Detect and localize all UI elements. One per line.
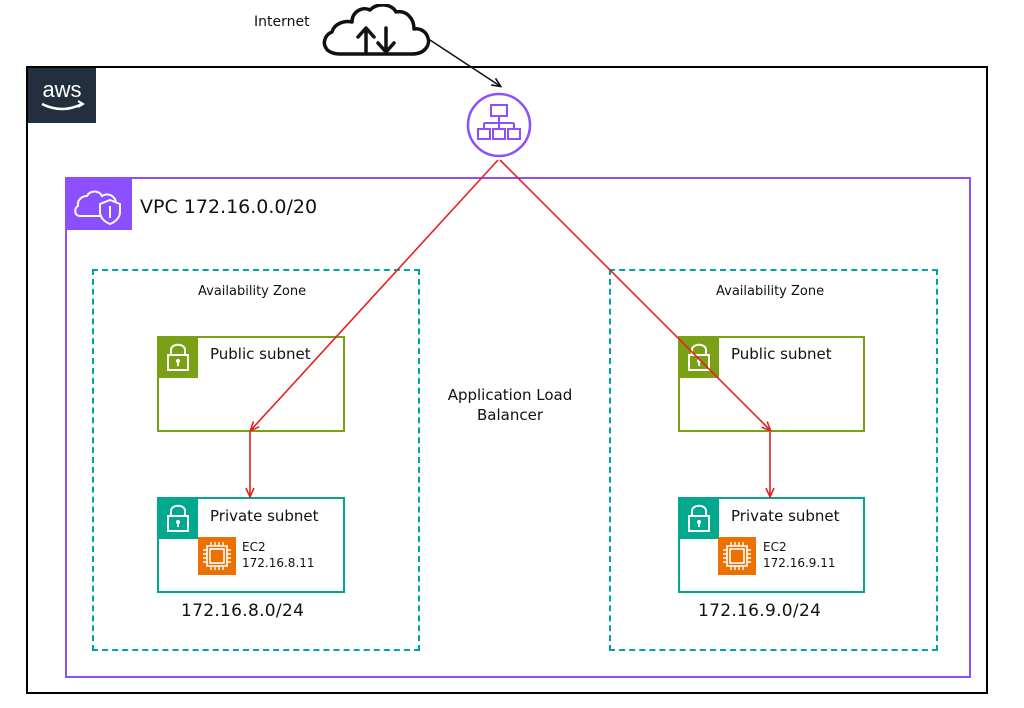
lock-icon — [158, 337, 198, 378]
ec2-ip: 172.16.9.11 — [763, 556, 836, 570]
aws-logo: aws — [28, 68, 96, 123]
vpc-shield-icon — [66, 178, 132, 230]
availability-zone-label: Availability Zone — [716, 284, 825, 299]
load-balancer-label: Application Load Balancer — [430, 385, 590, 425]
ec2-chip-icon — [198, 537, 236, 575]
load-balancer-label-line1: Application Load — [447, 386, 573, 404]
public-subnet-label: Public subnet — [210, 345, 311, 363]
aws-logo-text: aws — [42, 77, 81, 102]
subnet-cidr-left: 172.16.8.0/24 — [181, 601, 305, 621]
ec2-instance-label: EC2 172.16.8.11 — [242, 539, 315, 571]
private-subnet-label: Private subnet — [731, 507, 840, 525]
ec2-name: EC2 — [763, 540, 787, 554]
private-subnet-left — [157, 497, 345, 593]
load-balancer-icon — [466, 92, 532, 158]
ec2-ip: 172.16.8.11 — [242, 556, 315, 570]
lock-icon — [679, 498, 719, 539]
aws-cloud-boundary — [26, 66, 988, 694]
alb-to-left-arrow — [251, 159, 499, 430]
ec2-chip-icon — [718, 537, 756, 575]
cloud-upload-download-icon — [318, 3, 434, 60]
load-balancer-label-line2: Balancer — [477, 406, 543, 424]
ec2-instance-label: EC2 172.16.9.11 — [763, 539, 836, 571]
public-subnet-label: Public subnet — [731, 345, 832, 363]
ec2-name: EC2 — [242, 540, 266, 554]
private-subnet-right — [678, 497, 865, 593]
lock-icon — [158, 498, 198, 539]
availability-zone-right — [609, 269, 938, 651]
internet-label: Internet — [254, 14, 310, 30]
private-subnet-label: Private subnet — [210, 507, 319, 525]
alb-to-right-arrow — [499, 159, 770, 430]
vpc-title: VPC 172.16.0.0/20 — [140, 196, 318, 218]
internet-to-alb-arrow — [429, 39, 500, 86]
subnet-cidr-right: 172.16.9.0/24 — [698, 601, 822, 621]
lock-icon — [679, 337, 719, 378]
availability-zone-label: Availability Zone — [198, 284, 307, 299]
availability-zone-left — [92, 269, 420, 651]
